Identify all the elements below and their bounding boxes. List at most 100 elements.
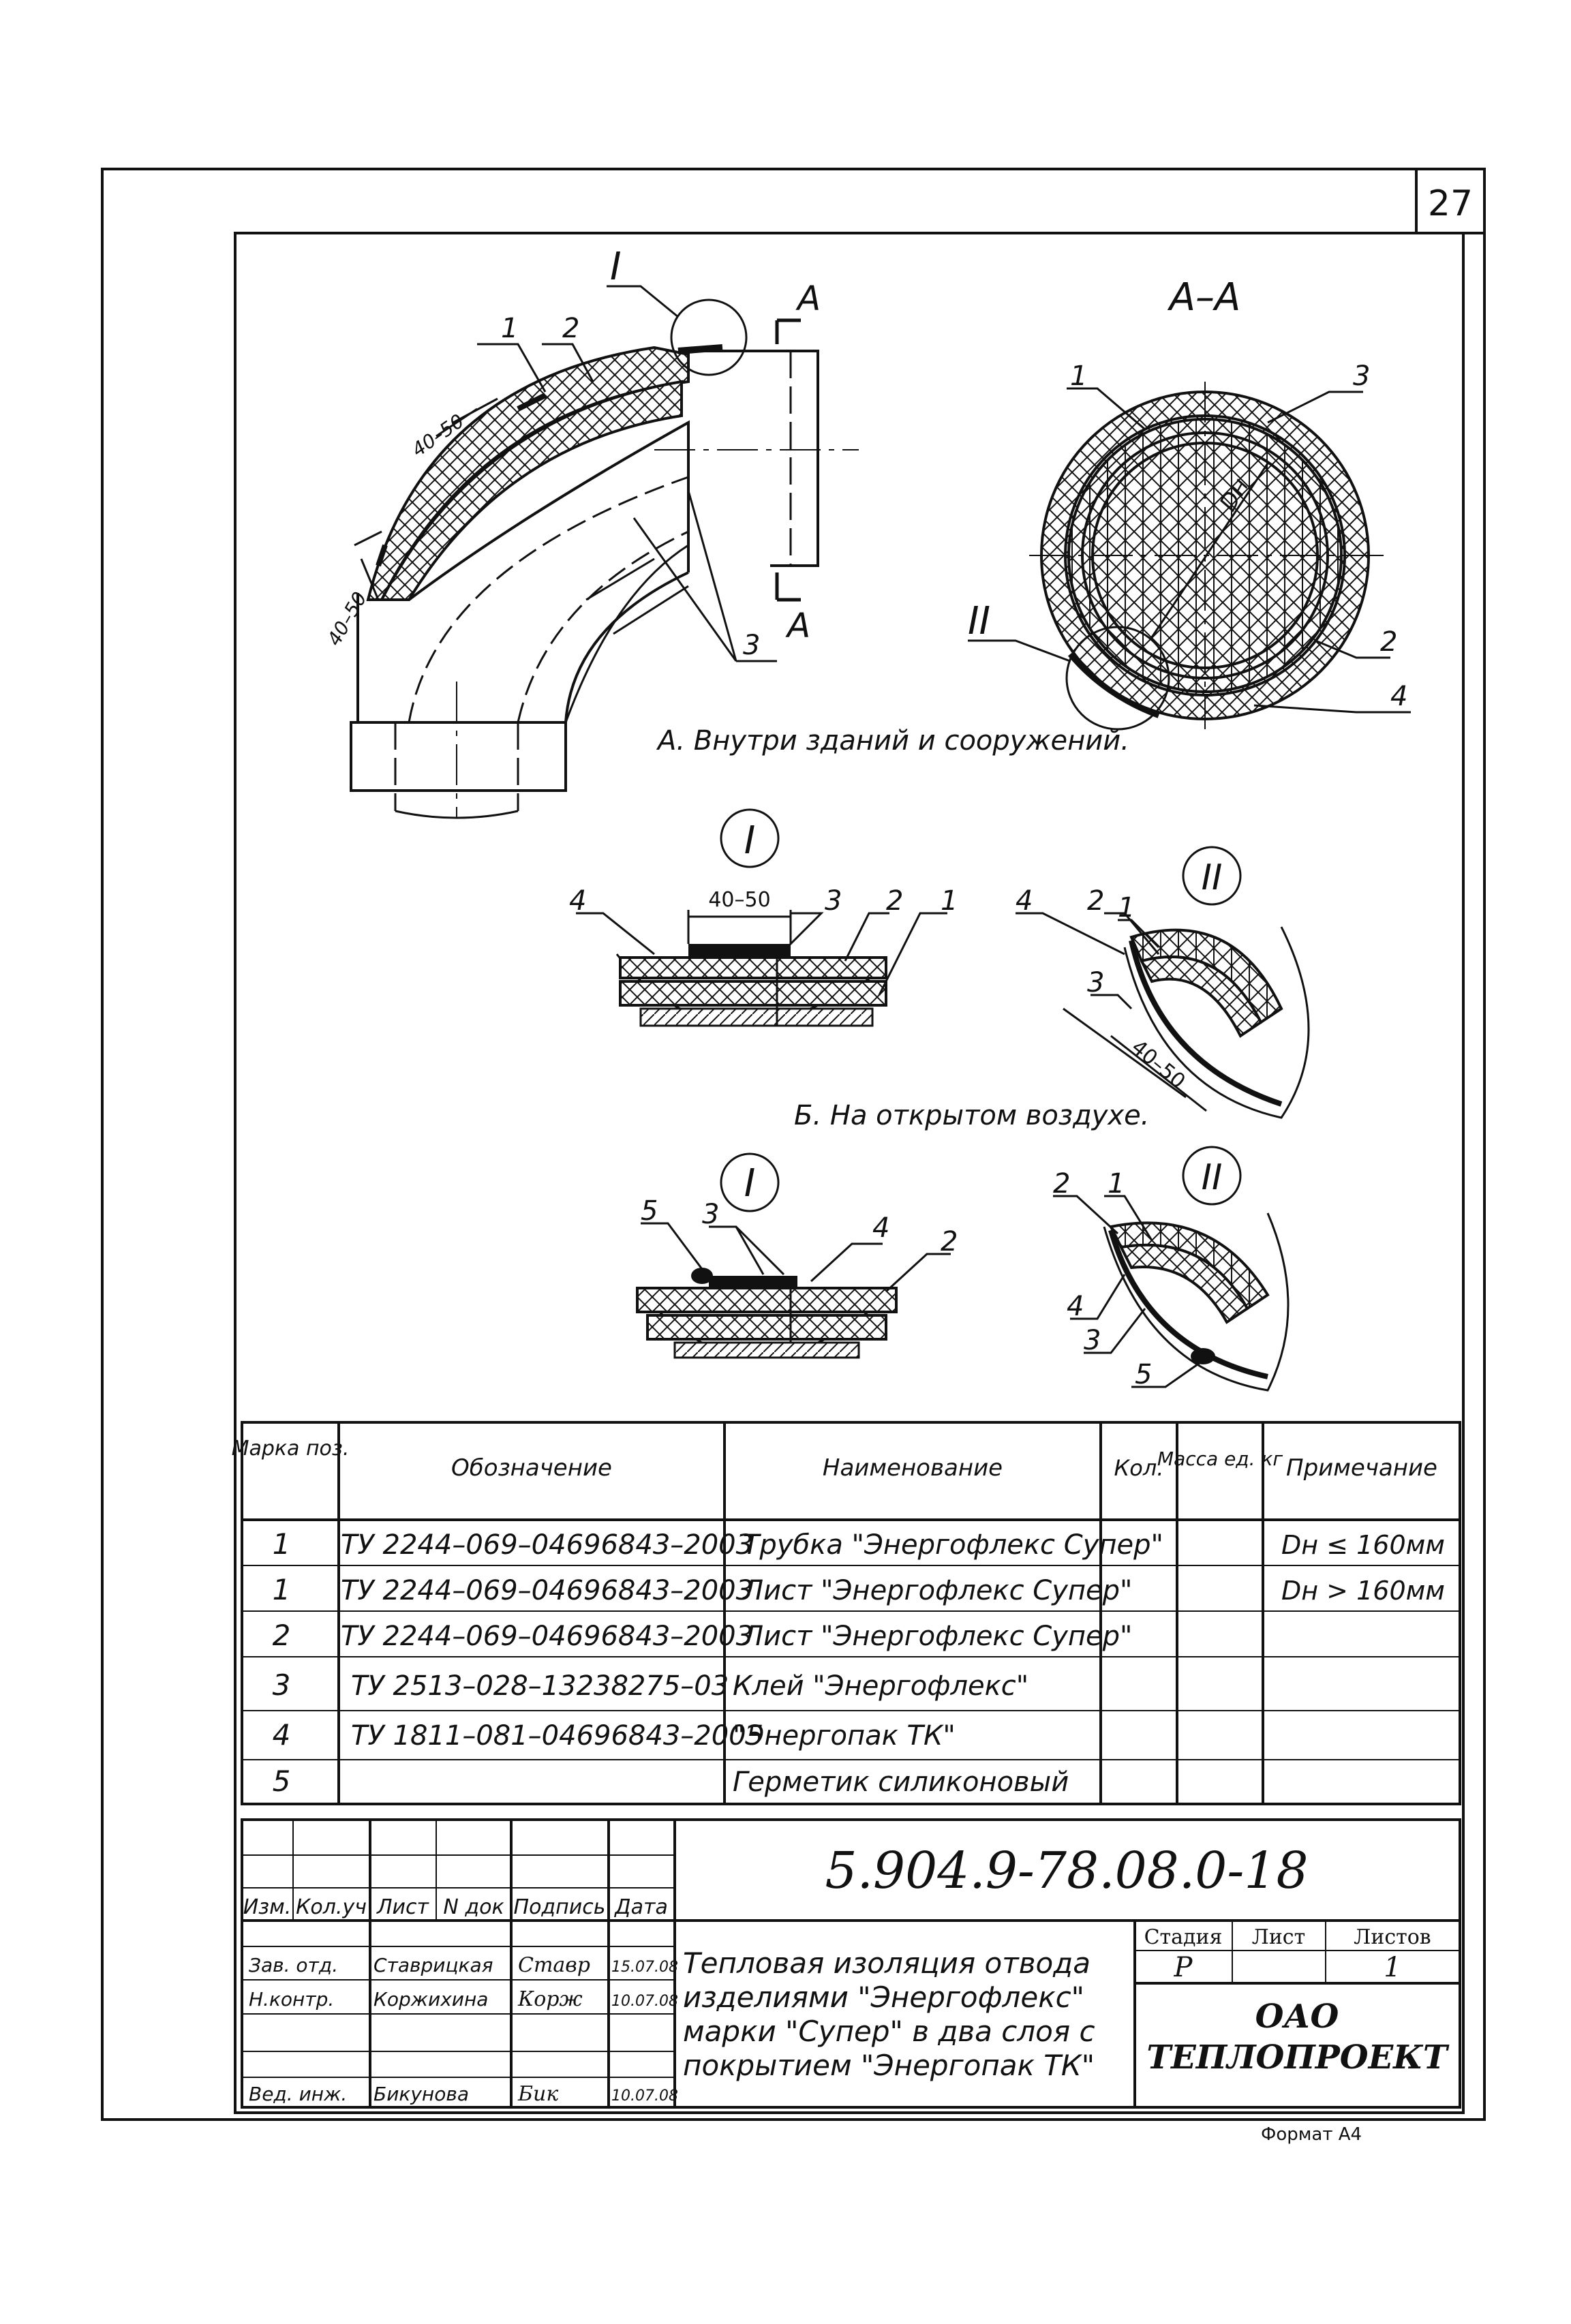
aa-pos-2: 2 [1380, 626, 1397, 658]
elbow-view [350, 285, 859, 819]
detail-I-outdoor [636, 1152, 951, 1359]
row2-note: Dн > 160мм [1281, 1576, 1445, 1606]
title-line-1: Тепловая изоляция отвода [683, 1946, 1090, 1980]
pos-label-2: 2 [562, 313, 579, 344]
role-vedinzh: Вед. инж. [249, 2083, 347, 2105]
row1-note: Dн ≤ 160мм [1281, 1530, 1445, 1560]
sheet-number-box [1415, 168, 1486, 234]
org-line-1: ОАО [1255, 1998, 1339, 2036]
detail-II-outdoor-pos2: 2 [1053, 1168, 1070, 1199]
detail-I-indoor-pos2: 2 [886, 885, 903, 917]
hdr-qty: Кол. [1114, 1455, 1164, 1481]
detail-I-indoor-dim: 40–50 [708, 888, 770, 912]
stage-label: Стадия [1144, 1925, 1223, 1949]
stage-value: Р [1174, 1952, 1193, 1983]
sheets-value: 1 [1384, 1952, 1401, 1983]
sheet-label: Лист [1252, 1925, 1305, 1949]
row5-name: "Энергопак ТК" [733, 1720, 956, 1752]
detail-II-outdoor-pos3: 3 [1084, 1325, 1101, 1356]
hdr-designation: Обозначение [451, 1454, 612, 1482]
section-mark-top: А [795, 279, 821, 318]
row2-designation: ТУ 2244–069–04696843–2003 [341, 1575, 753, 1606]
hdr-mass: Масса ед. кг [1157, 1448, 1283, 1470]
pos-label-3: 3 [743, 630, 760, 661]
detail-II-indoor-pos1: 1 [1118, 892, 1135, 923]
role-nkontr: Н.контр. [249, 1988, 334, 2010]
detail-I-indoor-pos3: 3 [825, 885, 842, 917]
doc-code: 5.904.9-78.08.0-18 [825, 1841, 1308, 1900]
detail-II-indoor-pos4: 4 [1016, 885, 1033, 917]
detail-I-outdoor-pos5: 5 [641, 1195, 658, 1227]
hdr-name: Наименование [823, 1454, 1003, 1482]
pos-label-1: 1 [501, 313, 518, 344]
detail-II-indoor [1016, 846, 1310, 1119]
row3-name: Лист "Энергофлекс Супер" [742, 1621, 1132, 1652]
aa-callout-II: II [968, 599, 990, 643]
spec-table [241, 1421, 1461, 1805]
date-vedinzh: 10.07.08 [611, 2088, 678, 2105]
section-title: А–А [1168, 275, 1241, 320]
org-line-2: ТЕПЛОПРОЕКТ [1146, 2038, 1449, 2077]
detail-I-indoor [576, 808, 947, 1027]
detail-II-outdoor-pos5: 5 [1135, 1359, 1152, 1390]
detail-I-indoor-callout: I [744, 819, 756, 863]
detail-I-outdoor-pos3: 3 [702, 1199, 719, 1230]
title-block [241, 1818, 1461, 2109]
row1-designation: ТУ 2244–069–04696843–2003 [341, 1529, 753, 1561]
hdr-note: Примечание [1286, 1454, 1437, 1482]
title-line-3: марки "Супер" в два слоя с [683, 2015, 1095, 2048]
detail-I-outdoor-pos2: 2 [941, 1226, 958, 1257]
title-line-4: покрытием "Энергопак ТК" [683, 2049, 1095, 2082]
row5-mark: 4 [273, 1718, 291, 1752]
row2-mark: 1 [273, 1573, 291, 1606]
outer-frame [101, 168, 1486, 2121]
row1-name: Трубка "Энергофлекс Супер" [743, 1529, 1163, 1561]
detail-I-indoor-pos4: 4 [569, 885, 586, 917]
col-ndok: N док [443, 1895, 504, 1919]
detail-I-indoor-pos1: 1 [941, 885, 958, 917]
name-zav: Ставрицкая [373, 1954, 493, 1976]
detail-II-outdoor-callout: II [1202, 1157, 1223, 1198]
name-nkontr: Коржихина [373, 1988, 488, 2010]
row3-designation: ТУ 2244–069–04696843–2003 [341, 1621, 753, 1652]
signature-nkontr: Корж [517, 1987, 583, 2011]
caption-indoor: А. Внутри зданий и сооружений. [656, 725, 1129, 756]
signature-zav: Ставр [518, 1953, 590, 1977]
row1-mark: 1 [273, 1527, 291, 1561]
row4-mark: 3 [273, 1668, 291, 1702]
aa-pos-4: 4 [1390, 681, 1407, 712]
callout-I-label: I [610, 245, 622, 289]
detail-I-outdoor-pos4: 4 [872, 1212, 889, 1244]
row3-mark: 2 [273, 1619, 291, 1652]
sheets-label: Листов [1354, 1925, 1431, 1949]
col-izm: Изм. [243, 1895, 292, 1919]
signature-vedinzh: Бик [517, 2082, 558, 2106]
caption-outdoor: Б. На открытом воздухе. [794, 1100, 1149, 1131]
col-podpis: Подпись [514, 1895, 606, 1919]
row2-name: Лист "Энергофлекс Супер" [742, 1575, 1132, 1606]
row4-designation: ТУ 2513–028–13238275–03 [351, 1670, 729, 1702]
dim-label-left: 40–50 [322, 588, 371, 649]
row4-name: Клей "Энергофлекс" [733, 1670, 1028, 1702]
row5-designation: ТУ 1811–081–04696843–2005 [351, 1720, 763, 1752]
role-zav: Зав. отд. [249, 1954, 338, 1976]
section-mark-bottom: А [785, 606, 810, 645]
row6-name: Герметик силиконовый [733, 1767, 1069, 1798]
detail-II-indoor-pos2: 2 [1087, 885, 1104, 917]
sheet-number: 27 [1428, 183, 1473, 224]
date-zav: 15.07.08 [611, 1959, 678, 1976]
aa-pos-1: 1 [1070, 361, 1087, 392]
format-label: Формат А4 [1261, 2124, 1362, 2145]
col-data: Дата [613, 1895, 668, 1919]
detail-I-outdoor-callout: I [744, 1161, 756, 1206]
hdr-mark: Марка поз. [232, 1437, 350, 1461]
detail-II-indoor-callout: II [1202, 857, 1223, 898]
col-koluch: Кол.уч [296, 1895, 367, 1919]
title-line-2: изделиями "Энергофлекс" [683, 1981, 1084, 2014]
detail-II-indoor-pos3: 3 [1087, 967, 1104, 998]
date-nkontr: 10.07.08 [611, 1993, 678, 2010]
row6-mark: 5 [273, 1764, 291, 1798]
section-aa [968, 382, 1411, 731]
inner-frame [234, 232, 1465, 2114]
